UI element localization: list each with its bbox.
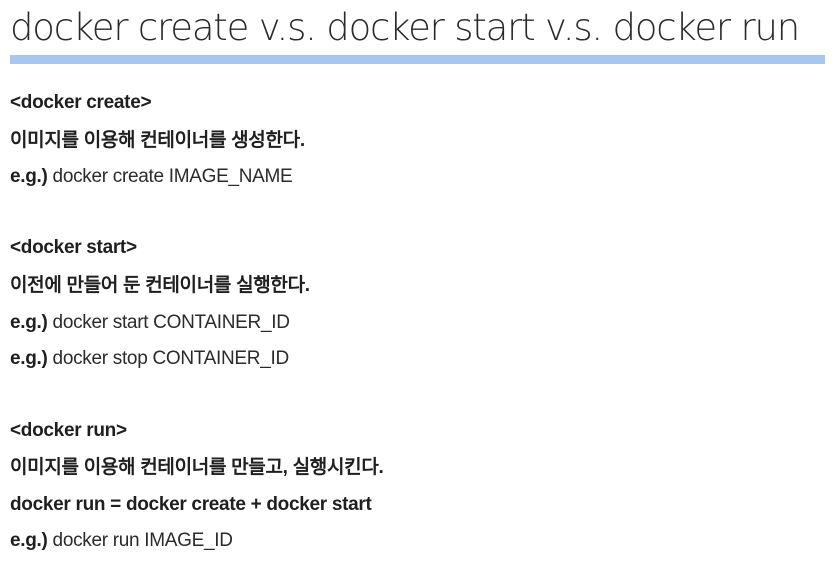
example-prefix: e.g.) bbox=[10, 166, 48, 187]
example-command: docker create IMAGE_NAME bbox=[52, 166, 293, 187]
example-command: docker start CONTAINER_ID bbox=[52, 312, 290, 333]
example-line: e.g.) docker create IMAGE_NAME bbox=[10, 164, 293, 190]
example-prefix: e.g.) bbox=[10, 312, 48, 333]
section-heading: <docker create> bbox=[10, 92, 152, 113]
title-underline bbox=[10, 55, 825, 64]
example-command: docker stop CONTAINER_ID bbox=[52, 348, 290, 369]
section-equation: docker run = docker create + docker star… bbox=[10, 494, 372, 515]
page-title: docker create v.s. docker start v.s. doc… bbox=[10, 6, 800, 49]
section-heading: <docker start> bbox=[10, 237, 137, 258]
example-prefix: e.g.) bbox=[10, 348, 48, 369]
example-line: e.g.) docker start CONTAINER_ID bbox=[10, 310, 290, 336]
example-line: e.g.) docker run IMAGE_ID bbox=[10, 528, 233, 554]
section-description: 이미지를 이용해 컨테이너를 만들고, 실행시킨다. bbox=[10, 457, 384, 478]
section-description: 이미지를 이용해 컨테이너를 생성한다. bbox=[10, 130, 305, 151]
section-description: 이전에 만들어 둔 컨테이너를 실행한다. bbox=[10, 275, 310, 296]
example-prefix: e.g.) bbox=[10, 530, 48, 551]
example-command: docker run IMAGE_ID bbox=[52, 530, 233, 551]
example-line: e.g.) docker stop CONTAINER_ID bbox=[10, 346, 289, 372]
section-heading: <docker run> bbox=[10, 420, 127, 441]
